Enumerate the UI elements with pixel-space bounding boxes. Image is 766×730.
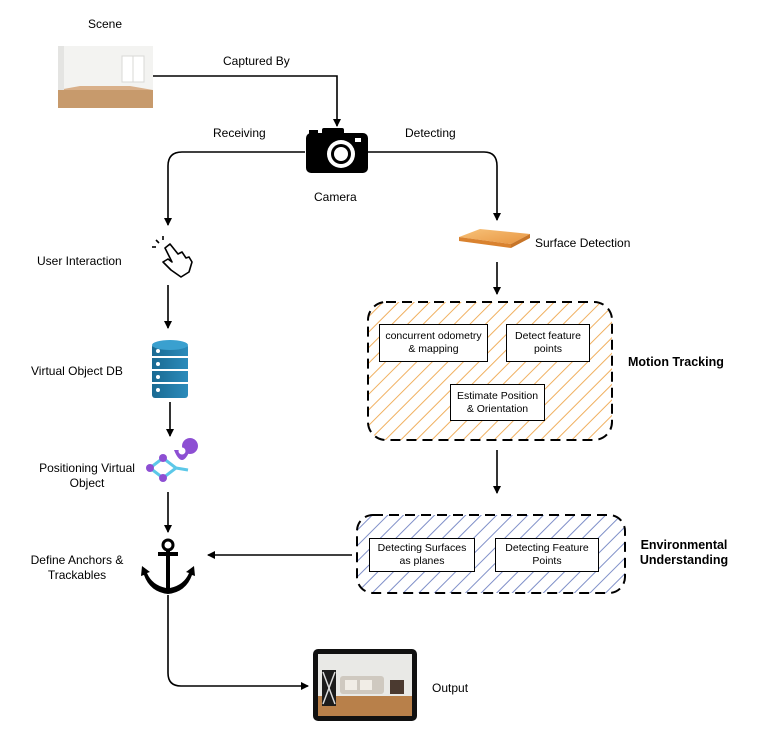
tablet-output-image: [313, 649, 417, 721]
detecting-surfaces-line2: as planes: [399, 555, 445, 567]
concurrent-odometry-line2: & mapping: [408, 343, 459, 355]
edge-receiving: [164, 151, 305, 226]
camera-label: Camera: [314, 190, 357, 204]
surface-plane-icon: [459, 229, 530, 248]
environmental-title-line1: Environmental: [640, 538, 728, 552]
surface-detection-label: Surface Detection: [535, 236, 631, 250]
3d-placement-icon: [146, 438, 198, 482]
anchors-label: Define Anchors & Trackables: [17, 553, 137, 583]
detecting-feature-points-line1: Detecting Feature: [505, 542, 589, 554]
detecting-label: Detecting: [405, 126, 456, 140]
edge-captured-by: [153, 75, 341, 127]
detect-feature-line1: Detect feature: [515, 330, 581, 342]
estimate-position-line1: Estimate Position: [456, 389, 539, 402]
camera-icon: [306, 128, 368, 173]
output-label: Output: [432, 681, 469, 695]
motion-tracking-title: Motion Tracking: [628, 355, 724, 369]
positioning-label-line2: Object: [69, 476, 105, 490]
concurrent-odometry-box: concurrent odometry& mapping: [379, 324, 488, 362]
estimate-position-line2: & Orientation: [466, 402, 529, 415]
detecting-surfaces-line1: Detecting Surfaces: [377, 542, 467, 554]
positioning-label-line1: Positioning Virtual: [39, 461, 135, 475]
environmental-understanding-title: Environmental Understanding: [630, 538, 738, 568]
user-interaction-label: User Interaction: [37, 254, 122, 268]
edge-anchors-to-output: [167, 595, 309, 690]
positioning-label: Positioning Virtual Object: [27, 461, 147, 491]
estimate-position-box: Estimate Position& Orientation: [450, 384, 545, 421]
pointer-hand-icon: [152, 236, 193, 278]
detecting-feature-points-line2: Points: [532, 555, 562, 567]
detect-feature-line2: points: [533, 343, 562, 355]
edge-detecting: [368, 151, 501, 221]
anchor-icon: [141, 538, 195, 594]
environmental-understanding-container: [356, 514, 626, 594]
environmental-title-line2: Understanding: [639, 553, 729, 567]
database-icon: [152, 340, 188, 398]
concurrent-odometry-line1: concurrent odometry: [385, 330, 482, 342]
receiving-label: Receiving: [213, 126, 266, 140]
captured-by-label: Captured By: [223, 54, 290, 68]
anchors-label-line2: Trackables: [47, 568, 107, 582]
virtual-object-db-label: Virtual Object DB: [31, 364, 123, 378]
scene-label: Scene: [88, 17, 123, 31]
anchors-label-line1: Define Anchors &: [30, 553, 124, 567]
scene-image: [58, 46, 153, 108]
